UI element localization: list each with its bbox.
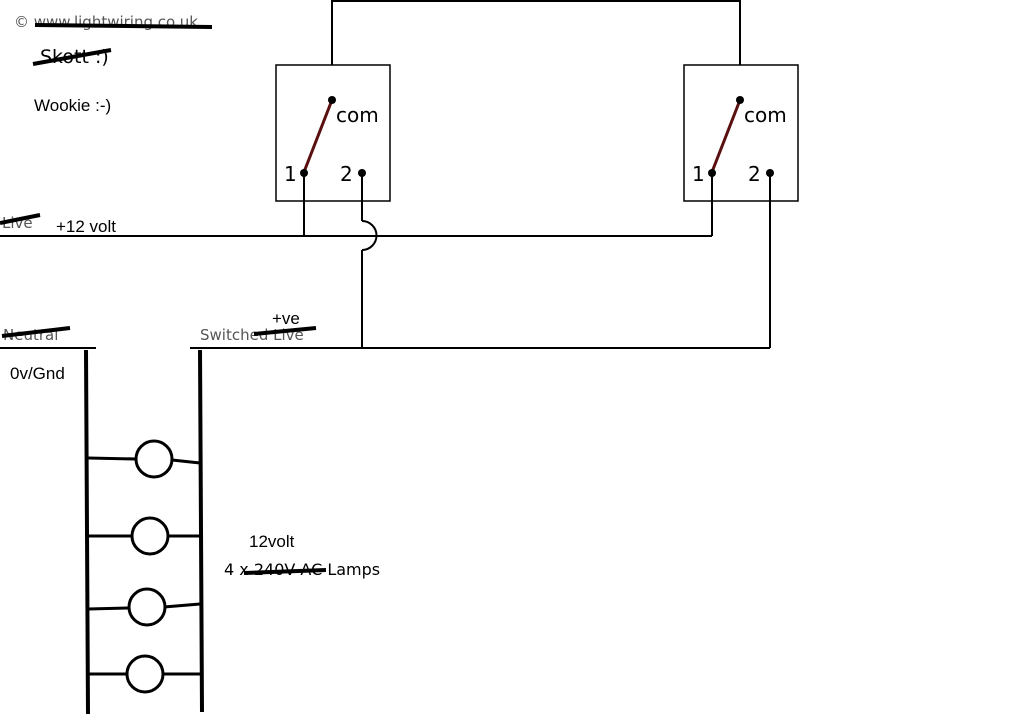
- switch-left-box: [275, 64, 391, 202]
- lamp-4: [88, 654, 201, 694]
- author-strike: [32, 48, 112, 66]
- watermark-strike: [34, 23, 213, 29]
- switch-left-lever: [302, 99, 334, 173]
- switch-left-com-label: com: [336, 103, 379, 127]
- author-label: Wookie :-): [34, 96, 111, 115]
- ground-label: 0v/Gnd: [10, 364, 65, 383]
- switched-live-label: Switched Live: [200, 326, 317, 344]
- traveller-top-wire: [331, 0, 741, 100]
- switched-strike: [253, 326, 317, 336]
- switch-left-label-2: 2: [340, 162, 353, 186]
- switch-left: com 1 2: [275, 64, 391, 202]
- lamp-1: [87, 439, 201, 479]
- lamp-4-bulb: [125, 654, 165, 694]
- lamp-2: [88, 516, 200, 556]
- lamp-3-bulb: [127, 587, 167, 627]
- watermark: © www.lightwiring.co.uk: [14, 13, 213, 31]
- ground-rail: [84, 349, 90, 715]
- lamp-3-lead-left: [87, 606, 131, 611]
- switch-right-box: [683, 64, 799, 202]
- switch-right-lever: [710, 99, 742, 173]
- switch-left-label-1: 1: [284, 162, 297, 186]
- lamp-voltage-label: 12volt: [249, 532, 295, 551]
- lamp-1-bulb: [134, 439, 174, 479]
- lamp-3-lead-right: [163, 602, 201, 609]
- lamp-3: [87, 587, 201, 627]
- lamp-1-lead-left: [87, 456, 137, 461]
- lamp-2-bulb: [130, 516, 170, 556]
- neutral-struck: Neutral: [1, 326, 71, 344]
- lamps-description-text: 4 x 240V AC Lamps: [224, 560, 380, 579]
- switch-right-label-2: 2: [748, 162, 761, 186]
- author-struck: Skott :): [32, 46, 112, 68]
- live-struck: Live: [0, 213, 41, 232]
- switch-right-com-terminal: [736, 96, 744, 104]
- switch-right-com-label: com: [744, 103, 787, 127]
- supply-label: +12 volt: [56, 217, 116, 236]
- lamps-strike: [243, 568, 327, 575]
- lamp-1-lead-right: [171, 458, 201, 465]
- switch-left-com-terminal: [328, 96, 336, 104]
- lamps-prefix: 4 x: [224, 560, 249, 579]
- lamps-suffix: Lamps: [327, 560, 380, 579]
- positive-rail: [198, 349, 204, 713]
- switch-right-label-1: 1: [692, 162, 705, 186]
- lamps-description: 4 x 240V AC Lamps: [224, 560, 380, 579]
- positive-label: +ve: [272, 309, 300, 328]
- live-strike: [0, 213, 41, 225]
- switched-prefix: Switched: [200, 326, 268, 344]
- neutral-strike: [1, 326, 71, 338]
- switch-right: com 1 2: [683, 64, 799, 202]
